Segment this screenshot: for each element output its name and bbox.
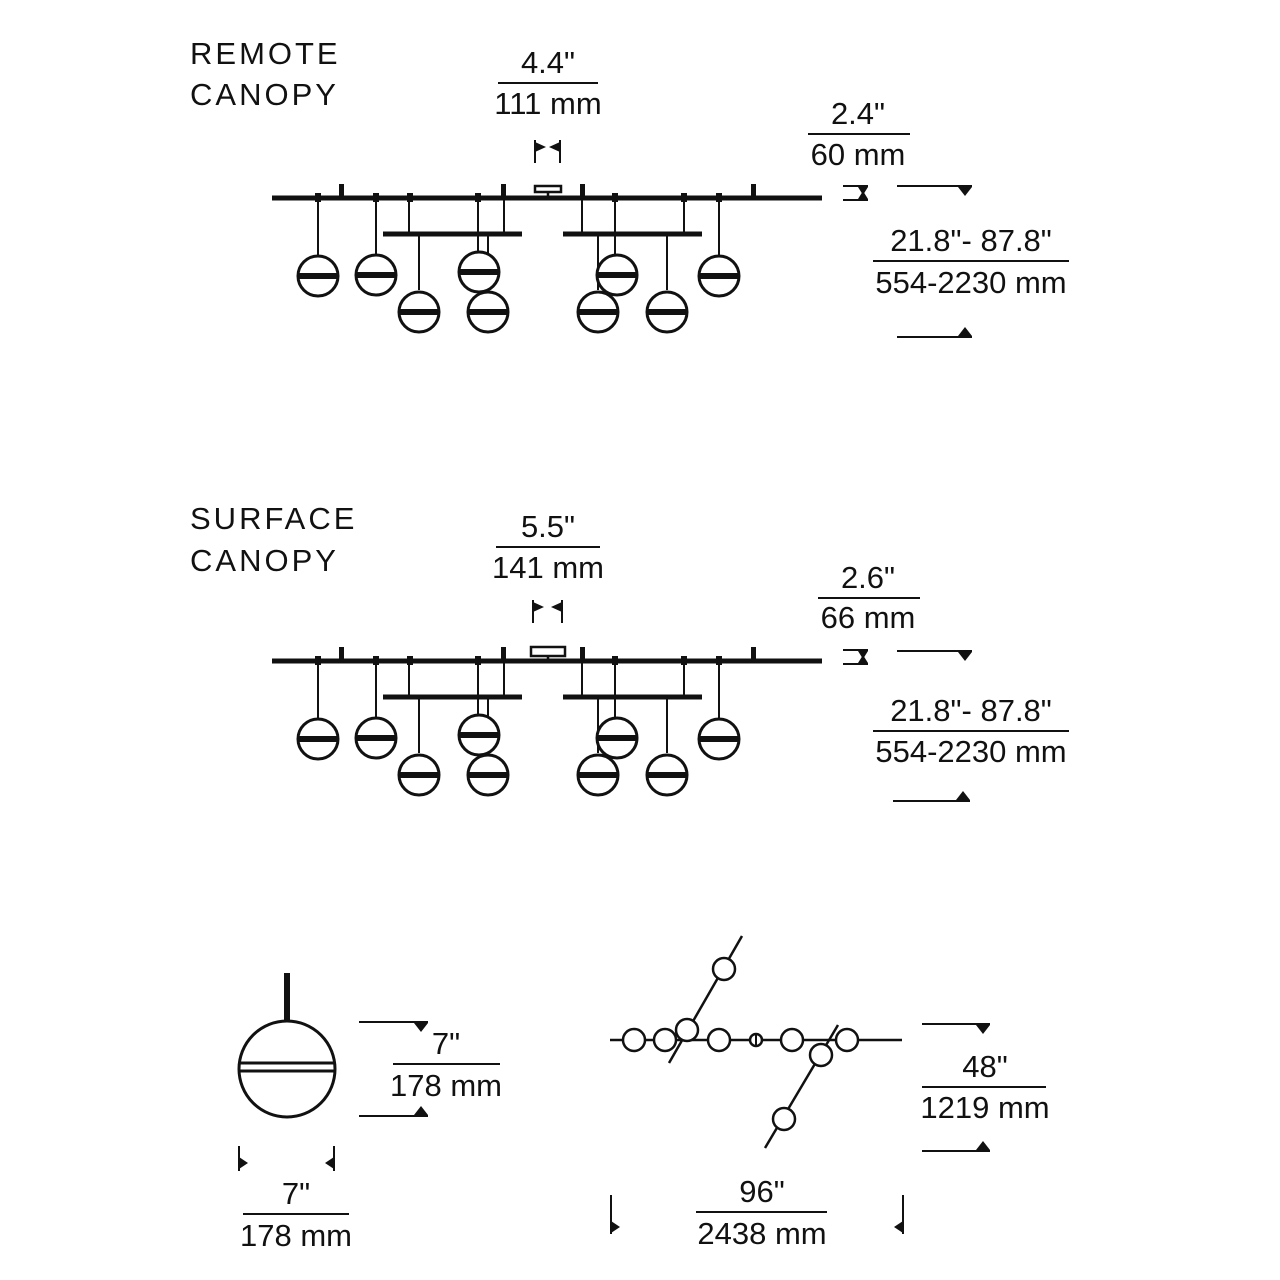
remote-title-line2: CANOPY [190,77,339,112]
globe-height-mm: 178 mm [390,1068,502,1103]
globe-detail: 7" 178 mm 7" 178 mm [237,973,502,1253]
plan-depth-mm: 1219 mm [920,1090,1049,1125]
surface-drop-arrows [893,650,972,802]
globe-width-in: 7" [282,1176,310,1211]
surface-title-line2: CANOPY [190,543,339,578]
remote-height-arrows [843,185,868,201]
surface-title-line1: SURFACE [190,501,357,536]
globe-width-mm: 178 mm [240,1218,352,1253]
surface-canopy-section: SURFACE CANOPY 5.5" 141 mm 2.6" 66 mm [190,501,1069,802]
plan-depth-in: 48" [962,1049,1008,1084]
surface-canopy-width-in: 5.5" [521,509,575,544]
surface-canopy-height-mm: 66 mm [821,600,916,635]
plan-length-in: 96" [739,1174,785,1209]
surface-height-arrows [843,649,868,665]
remote-canopy-width-in: 4.4" [521,45,575,80]
remote-fixture [272,184,822,332]
globe-height-in: 7" [432,1026,460,1061]
surface-canopy-arrows [532,600,563,623]
surface-canopy-width-mm: 141 mm [492,550,604,585]
surface-drop-mm: 554-2230 mm [875,734,1066,769]
remote-canopy-height-in: 2.4" [831,96,885,131]
remote-drop-mm: 554-2230 mm [875,265,1066,300]
remote-canopy-arrows [534,140,561,163]
remote-title-line1: REMOTE [190,36,341,71]
remote-drop-in: 21.8"- 87.8" [890,223,1052,258]
globe-height-arrows [359,1021,428,1117]
plan-length-arrows [610,1195,904,1234]
plan-view: 48" 1219 mm 96" 2438 mm [610,935,1050,1251]
globe-width-arrows [238,1146,335,1171]
plan-depth-arrows [922,1023,990,1152]
surface-canopy-height-in: 2.6" [841,560,895,595]
surface-fixture [272,647,822,795]
remote-canopy-height-mm: 60 mm [811,137,906,172]
remote-drop-arrows [897,185,972,338]
remote-canopy-section: REMOTE CANOPY 4.4" 111 mm 2.4" 60 mm 21.… [190,36,1069,338]
remote-canopy-width-mm: 111 mm [494,86,601,121]
surface-drop-in: 21.8"- 87.8" [890,693,1052,728]
plan-length-mm: 2438 mm [697,1216,826,1251]
